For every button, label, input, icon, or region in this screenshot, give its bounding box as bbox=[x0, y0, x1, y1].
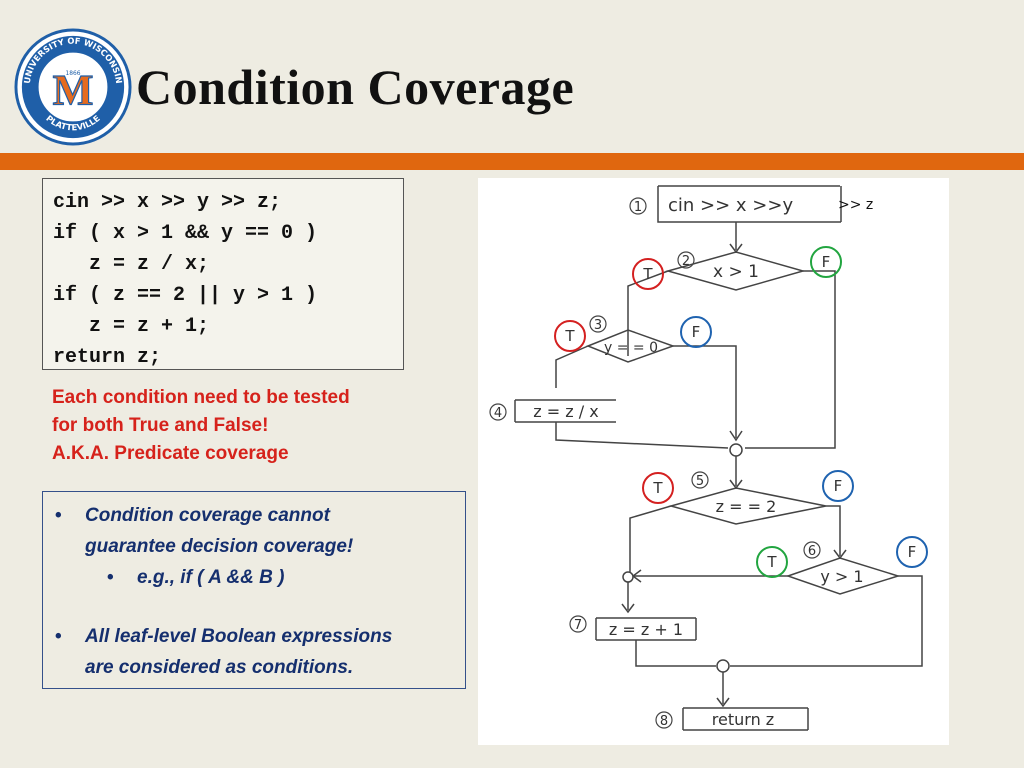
true-marker-circle bbox=[632, 258, 664, 290]
logo-letter: M bbox=[53, 67, 94, 115]
node-number: 5 bbox=[696, 474, 704, 489]
merge-point bbox=[622, 571, 634, 583]
node8-text: return z bbox=[712, 710, 774, 729]
node-number: 2 bbox=[682, 254, 690, 269]
true-marker-circle bbox=[642, 472, 674, 504]
note-line: A.K.A. Predicate coverage bbox=[52, 443, 289, 464]
bullet-text: All leaf-level Boolean expressions bbox=[85, 626, 393, 647]
code-line: z = z / x; bbox=[53, 253, 210, 276]
note-line: Each condition need to be tested bbox=[52, 387, 350, 408]
note-line: for both True and False! bbox=[52, 415, 269, 436]
code-line: if ( x > 1 && y == 0 ) bbox=[53, 222, 318, 245]
bullet-dot-icon: • bbox=[107, 567, 114, 588]
node-number: 3 bbox=[594, 318, 602, 333]
sub-bullet-item: • e.g., if ( A && B ) bbox=[107, 562, 285, 593]
node-number: 8 bbox=[660, 714, 668, 729]
control-flow-diagram: 1 2 3 4 5 6 7 8 cin >> x >>y >> z x > 1 … bbox=[478, 178, 949, 745]
code-line: return z; bbox=[53, 346, 162, 369]
university-logo: UNIVERSITY OF WISCONSIN PLATTEVILLE M 18… bbox=[14, 28, 132, 146]
node6-text: y > 1 bbox=[820, 567, 863, 586]
bullet-text: guarantee decision coverage! bbox=[85, 536, 354, 557]
logo-year: 1866 bbox=[66, 71, 81, 77]
code-line: cin >> x >> y >> z; bbox=[53, 191, 282, 214]
bullet-item: • Condition coverage cannot guarantee de… bbox=[55, 500, 354, 562]
node-number: 7 bbox=[574, 618, 582, 633]
false-marker-circle bbox=[810, 246, 842, 278]
node-number: 4 bbox=[494, 406, 502, 421]
node5-text: z = = 2 bbox=[716, 497, 777, 516]
bullet-dot-icon: • bbox=[55, 505, 62, 526]
false-marker-circle bbox=[680, 316, 712, 348]
true-label: T bbox=[564, 327, 575, 345]
false-label: F bbox=[908, 543, 917, 561]
coverage-note: Each condition need to be tested for bot… bbox=[52, 384, 422, 468]
node2-text: x > 1 bbox=[713, 262, 759, 282]
merge-point bbox=[729, 443, 743, 457]
bullet-text: Condition coverage cannot bbox=[85, 505, 330, 526]
bullet-dot-icon: • bbox=[55, 626, 62, 647]
node-number: 6 bbox=[808, 544, 816, 559]
node1-box bbox=[657, 186, 841, 223]
false-marker-circle bbox=[896, 536, 928, 568]
bullet-text: are considered as conditions. bbox=[85, 657, 354, 678]
code-block: cin >> x >> y >> z; if ( x > 1 && y == 0… bbox=[42, 178, 404, 370]
node4-text: z = z / x bbox=[533, 402, 598, 421]
true-label: T bbox=[652, 479, 663, 497]
node7-text: z = z + 1 bbox=[609, 620, 683, 639]
true-marker-circle bbox=[756, 546, 788, 578]
slide-title: Condition Coverage bbox=[136, 59, 575, 115]
true-label: T bbox=[642, 265, 653, 283]
code-line: if ( z == 2 || y > 1 ) bbox=[53, 284, 318, 307]
title-divider bbox=[0, 153, 1024, 170]
node-number: 1 bbox=[634, 200, 642, 215]
true-marker-circle bbox=[554, 320, 586, 352]
false-label: F bbox=[834, 477, 843, 495]
false-marker-circle bbox=[822, 470, 854, 502]
true-label: T bbox=[766, 553, 777, 571]
bullet-item: • All leaf-level Boolean expressions are… bbox=[55, 621, 393, 683]
node3-text: y = = 0 bbox=[604, 340, 658, 356]
merge-point bbox=[716, 659, 730, 673]
code-line: z = z + 1; bbox=[53, 315, 210, 338]
bullet-text: e.g., if ( A && B ) bbox=[137, 567, 285, 588]
node1-text: cin >> x >>y bbox=[668, 195, 793, 216]
false-label: F bbox=[822, 253, 831, 271]
bullet-box: • Condition coverage cannot guarantee de… bbox=[42, 491, 466, 689]
false-label: F bbox=[692, 323, 701, 341]
node1-typed-suffix: >> z bbox=[838, 197, 873, 213]
